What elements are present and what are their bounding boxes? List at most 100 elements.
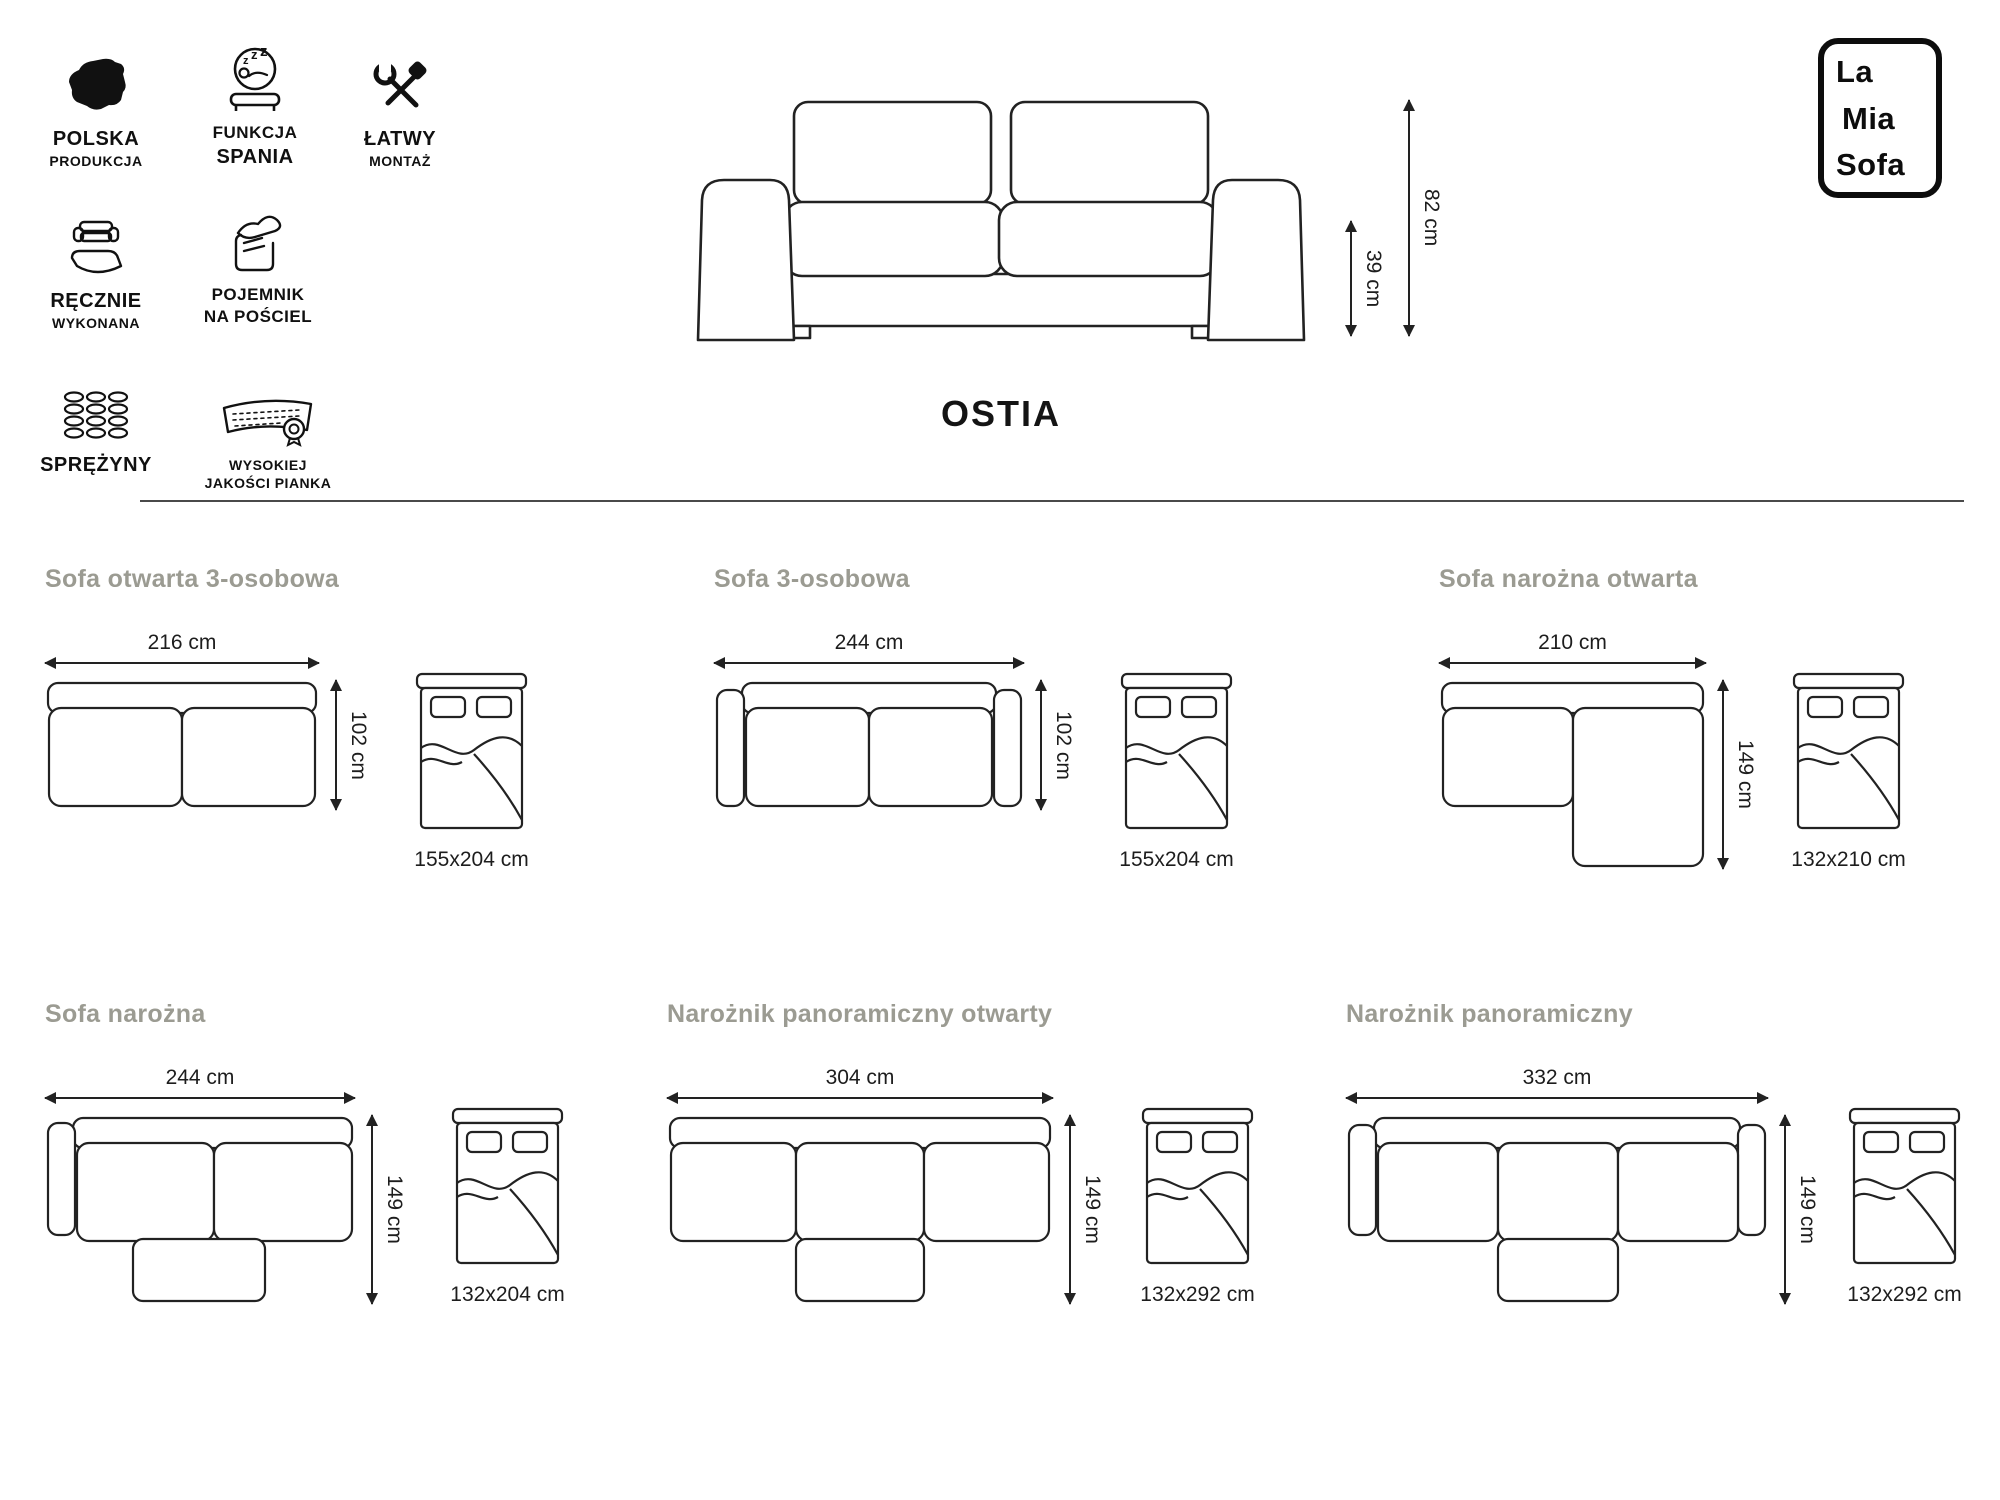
feature-recznie-wykonana: RĘCZNIE WYKONANA [21, 210, 171, 332]
depth-dimension: 149 cm [1064, 1114, 1104, 1305]
bed-top-view [1141, 1107, 1254, 1265]
bed-size-label: 132x204 cm [450, 1283, 565, 1306]
handmade-icon [21, 210, 171, 280]
width-dimension-label: 244 cm [834, 631, 904, 654]
variant-title: Sofa 3-osobowa [714, 565, 910, 593]
feature-label: SPRĘŻYNY [40, 454, 152, 476]
feature-funkcja-spania: z z z FUNKCJA SPANIA [180, 44, 330, 170]
feature-label: RĘCZNIE [50, 290, 142, 312]
feature-sublabel: PRODUKCJA [49, 153, 143, 169]
svg-text:z: z [260, 44, 268, 60]
depth-arrow [1035, 679, 1047, 811]
depth-arrow [366, 1114, 378, 1305]
depth-dimension: 102 cm [1035, 679, 1075, 811]
bedding-container-icon [163, 206, 353, 276]
depth-dimension: 149 cm [1717, 679, 1757, 870]
width-dimension-label: 216 cm [147, 631, 217, 654]
feature-wysokiej-jakosci-pianka: WYSOKIEJ JAKOŚCI PIANKA [168, 378, 368, 492]
sofa-top-view [1440, 681, 1705, 868]
tools-icon [330, 48, 470, 118]
feature-pojemnik-na-posciel: POJEMNIK NA POŚCIEL [163, 206, 353, 328]
variant-title: Sofa narożna otwarta [1439, 565, 1698, 593]
variant-title: Narożnik panoramiczny [1346, 1000, 1633, 1028]
sleep-function-icon: z z z [180, 44, 330, 114]
depth-arrow [1064, 1114, 1076, 1305]
width-arrow [713, 657, 1025, 669]
variant-card-sofa-otwarta-3-osobowa: Sofa otwarta 3-osobowa 216 cm 102 cm [44, 565, 529, 872]
feature-polska-produkcja: POLSKA PRODUKCJA [21, 48, 171, 170]
sofa-front-view [676, 96, 1326, 351]
feature-sprezyny: SPRĘŻYNY [21, 374, 171, 478]
feature-label: POLSKA [52, 128, 140, 150]
svg-text:z: z [251, 47, 258, 62]
width-dimension-label: 304 cm [825, 1066, 895, 1089]
bed-size-label: 132x292 cm [1847, 1283, 1962, 1306]
feature-label: WYSOKIEJ [229, 457, 307, 473]
product-name: OSTIA [940, 393, 1061, 434]
brand-logo-line3: Sofa [1836, 147, 1906, 182]
variant-card-sofa-narozna: Sofa narożna 244 cm 149 cm [44, 1000, 565, 1307]
depth-arrow [1779, 1114, 1791, 1305]
bed-size-label: 132x210 cm [1791, 848, 1906, 871]
bed-top-view [415, 672, 528, 830]
depth-arrow [330, 679, 342, 811]
depth-dimension-label: 149 cm [1734, 740, 1757, 809]
depth-dimension-label: 149 cm [383, 1175, 406, 1244]
width-dimension-label: 244 cm [165, 1066, 235, 1089]
sofa-top-view [668, 1116, 1052, 1303]
depth-dimension-label: 149 cm [1081, 1175, 1104, 1244]
sofa-front-view-drawing [696, 100, 1306, 342]
depth-dimension: 149 cm [1779, 1114, 1819, 1305]
bed-size-label: 155x204 cm [414, 848, 529, 871]
foam-quality-icon [168, 378, 368, 448]
variant-title: Sofa otwarta 3-osobowa [45, 565, 340, 593]
bed-top-view [1848, 1107, 1961, 1265]
bed-size-label: 155x204 cm [1119, 848, 1234, 871]
sofa-top-view [46, 1116, 354, 1303]
feature-latwy-montaz: ŁATWY MONTAŻ [330, 48, 470, 170]
width-arrow [44, 657, 320, 669]
bed-size-label: 132x292 cm [1140, 1283, 1255, 1306]
width-arrow [44, 1092, 356, 1104]
variant-card-sofa-narozna-otwarta: Sofa narożna otwarta 210 cm 149 cm [1438, 565, 1906, 872]
sofa-top-view [46, 681, 318, 808]
feature-label: FUNKCJA [212, 123, 298, 142]
bed-top-view [451, 1107, 564, 1265]
depth-dimension: 149 cm [366, 1114, 406, 1305]
feature-sublabel: WYKONANA [52, 315, 140, 331]
section-divider [140, 500, 1964, 502]
depth-dimension-label: 102 cm [1052, 710, 1075, 780]
variant-title: Narożnik panoramiczny otwarty [667, 1000, 1053, 1028]
depth-dimension-label: 149 cm [1796, 1175, 1819, 1244]
variant-card-naroznik-panoramiczny-otwarty: Narożnik panoramiczny otwarty 304 cm 149… [666, 1000, 1255, 1307]
bed-top-view [1120, 672, 1233, 830]
variant-card-naroznik-panoramiczny: Narożnik panoramiczny 332 cm 149 cm [1345, 1000, 1962, 1307]
poland-map-icon [21, 48, 171, 118]
depth-dimension-label: 102 cm [347, 710, 370, 780]
seat-height-arrow [1345, 220, 1357, 337]
brand-logo: La Mia Sofa [1818, 38, 1942, 198]
feature-sublabel: MONTAŻ [369, 153, 431, 169]
feature-label: POJEMNIK [211, 285, 305, 304]
feature-label: ŁATWY [363, 128, 437, 150]
depth-arrow [1717, 679, 1729, 870]
width-arrow [666, 1092, 1054, 1104]
feature-sublabel: JAKOŚCI PIANKA [204, 475, 332, 492]
variant-title: Sofa narożna [45, 1000, 206, 1028]
depth-dimension: 102 cm [330, 679, 370, 811]
total-height-label: 82 cm [1420, 189, 1443, 247]
total-height-dimension: 82 cm [1403, 99, 1443, 337]
brand-logo-line2: Mia [1842, 100, 1896, 136]
width-arrow [1438, 657, 1707, 669]
width-arrow [1345, 1092, 1769, 1104]
width-dimension-label: 332 cm [1522, 1066, 1592, 1089]
width-dimension-label: 210 cm [1538, 631, 1607, 654]
bed-top-view [1792, 672, 1905, 830]
brand-logo-line1: La [1836, 54, 1874, 89]
feature-sublabel: NA POŚCIEL [203, 307, 313, 327]
svg-text:z: z [243, 55, 249, 67]
seat-height-label: 39 cm [1362, 249, 1385, 308]
springs-icon [21, 374, 171, 444]
total-height-arrow [1403, 99, 1415, 337]
feature-sublabel: SPANIA [216, 146, 294, 169]
